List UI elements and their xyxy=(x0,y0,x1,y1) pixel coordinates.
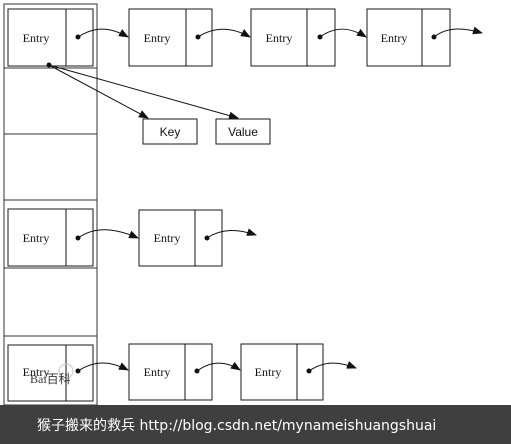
entry-label: Entry xyxy=(381,31,408,45)
key-label: Key xyxy=(160,125,181,139)
key-arrow xyxy=(48,64,149,119)
entry-node: Entry xyxy=(7,344,94,402)
next-arrow xyxy=(77,229,139,239)
footer-caption-bar: 猴子搬来的救兵 http://blog.csdn.net/mynameishua… xyxy=(0,405,511,444)
value-box: Value xyxy=(215,118,271,145)
entry-node: Entry xyxy=(366,8,451,67)
entry-label: Entry xyxy=(255,365,282,379)
bucket-slot xyxy=(3,267,98,337)
entry-node: Entry xyxy=(138,209,223,267)
null-arrow xyxy=(206,228,257,239)
hash-table-diagram: Entry Entry Entry Entry Key Value Ent xyxy=(3,3,483,405)
baidu-logo-text: Bai百科 xyxy=(30,372,71,386)
value-arrow xyxy=(48,64,239,120)
null-arrow xyxy=(433,26,483,38)
next-arrow xyxy=(196,361,241,372)
key-box: Key xyxy=(142,118,198,145)
next-arrow xyxy=(197,28,251,38)
paw-icon xyxy=(58,363,74,379)
null-arrow xyxy=(308,361,357,372)
entry-label: Entry xyxy=(266,31,293,45)
entry-label: Entry xyxy=(23,231,50,245)
entry-label: Entry xyxy=(23,31,50,45)
entry-node: Entry xyxy=(7,208,94,267)
bucket-slot xyxy=(3,133,98,201)
entry-label: Entry xyxy=(23,365,50,379)
entry-node: Entry xyxy=(250,8,336,67)
entry-node: Entry xyxy=(240,343,324,401)
entry-label: Entry xyxy=(154,231,181,245)
next-arrow xyxy=(77,362,129,372)
next-arrow xyxy=(319,28,367,38)
entry-label: Entry xyxy=(144,31,171,45)
bucket-slot xyxy=(3,67,98,135)
value-label: Value xyxy=(228,125,258,139)
entry-node: Entry xyxy=(128,343,213,401)
entry-node: Entry xyxy=(7,8,94,67)
footer-caption: 猴子搬来的救兵 http://blog.csdn.net/mynameishua… xyxy=(37,417,437,434)
entry-node: Entry xyxy=(128,8,213,67)
baidu-watermark: Bai百科 xyxy=(30,363,74,386)
entry-label: Entry xyxy=(144,365,171,379)
next-arrow xyxy=(77,28,129,38)
